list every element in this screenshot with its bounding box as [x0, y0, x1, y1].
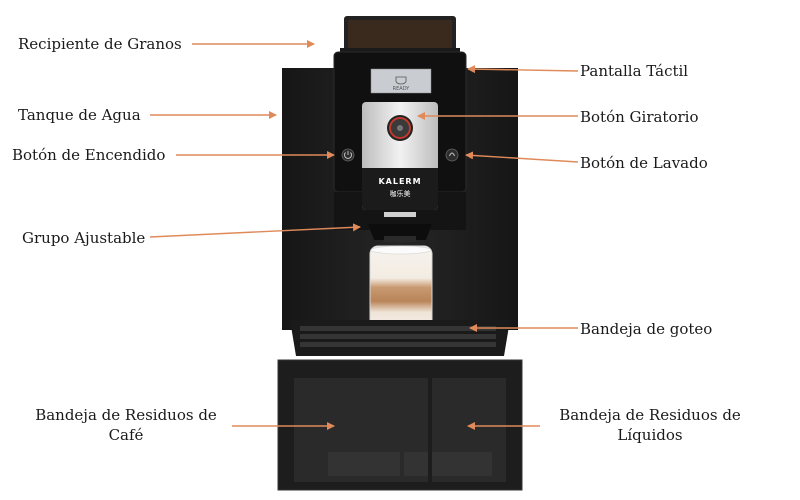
- label-boton-lavado: Botón de Lavado: [580, 154, 708, 172]
- label-residuos-liquidos: Bandeja de Residuos de Líquidos: [548, 405, 752, 445]
- label-bandeja-goteo: Bandeja de goteo: [580, 320, 713, 338]
- label-grupo-ajustable: Grupo Ajustable: [22, 229, 146, 247]
- latte-glass: [369, 245, 433, 339]
- label-residuos-cafe-line2: Café: [108, 426, 144, 444]
- arrow-pantalla-tactil: [467, 65, 579, 74]
- power-button[interactable]: [341, 148, 355, 162]
- screen-status: READY: [393, 86, 411, 92]
- label-boton-giratorio: Botón Giratorio: [580, 108, 699, 126]
- brand-logo: KALERM: [378, 177, 421, 186]
- label-residuos-liquidos-line2: Líquidos: [617, 426, 683, 444]
- bean-hopper: [340, 16, 460, 56]
- rotary-knob[interactable]: [387, 115, 413, 141]
- label-residuos-liquidos-line1: Bandeja de Residuos de: [559, 406, 741, 424]
- waste-cabinet: [277, 359, 523, 491]
- arrow-boton-lavado: [465, 151, 579, 163]
- arrow-grupo-ajustable: [149, 223, 361, 238]
- drip-tray: [290, 320, 510, 356]
- annotation-arrows: [149, 40, 579, 430]
- control-panel: KALERM 咖乐美: [362, 102, 438, 217]
- adjustable-spout: [368, 224, 432, 242]
- label-boton-encendido: Botón de Encendido: [12, 146, 166, 164]
- brand-subtitle: 咖乐美: [390, 189, 411, 198]
- rinse-button[interactable]: [445, 148, 459, 162]
- label-recipiente-granos: Recipiente de Granos: [18, 35, 182, 53]
- label-pantalla-tactil: Pantalla Táctil: [580, 62, 689, 80]
- touch-screen[interactable]: READY: [370, 68, 432, 94]
- label-tanque-agua: Tanque de Agua: [18, 106, 141, 124]
- label-residuos-cafe-line1: Bandeja de Residuos de: [35, 406, 217, 424]
- label-residuos-cafe: Bandeja de Residuos de Café: [26, 405, 226, 445]
